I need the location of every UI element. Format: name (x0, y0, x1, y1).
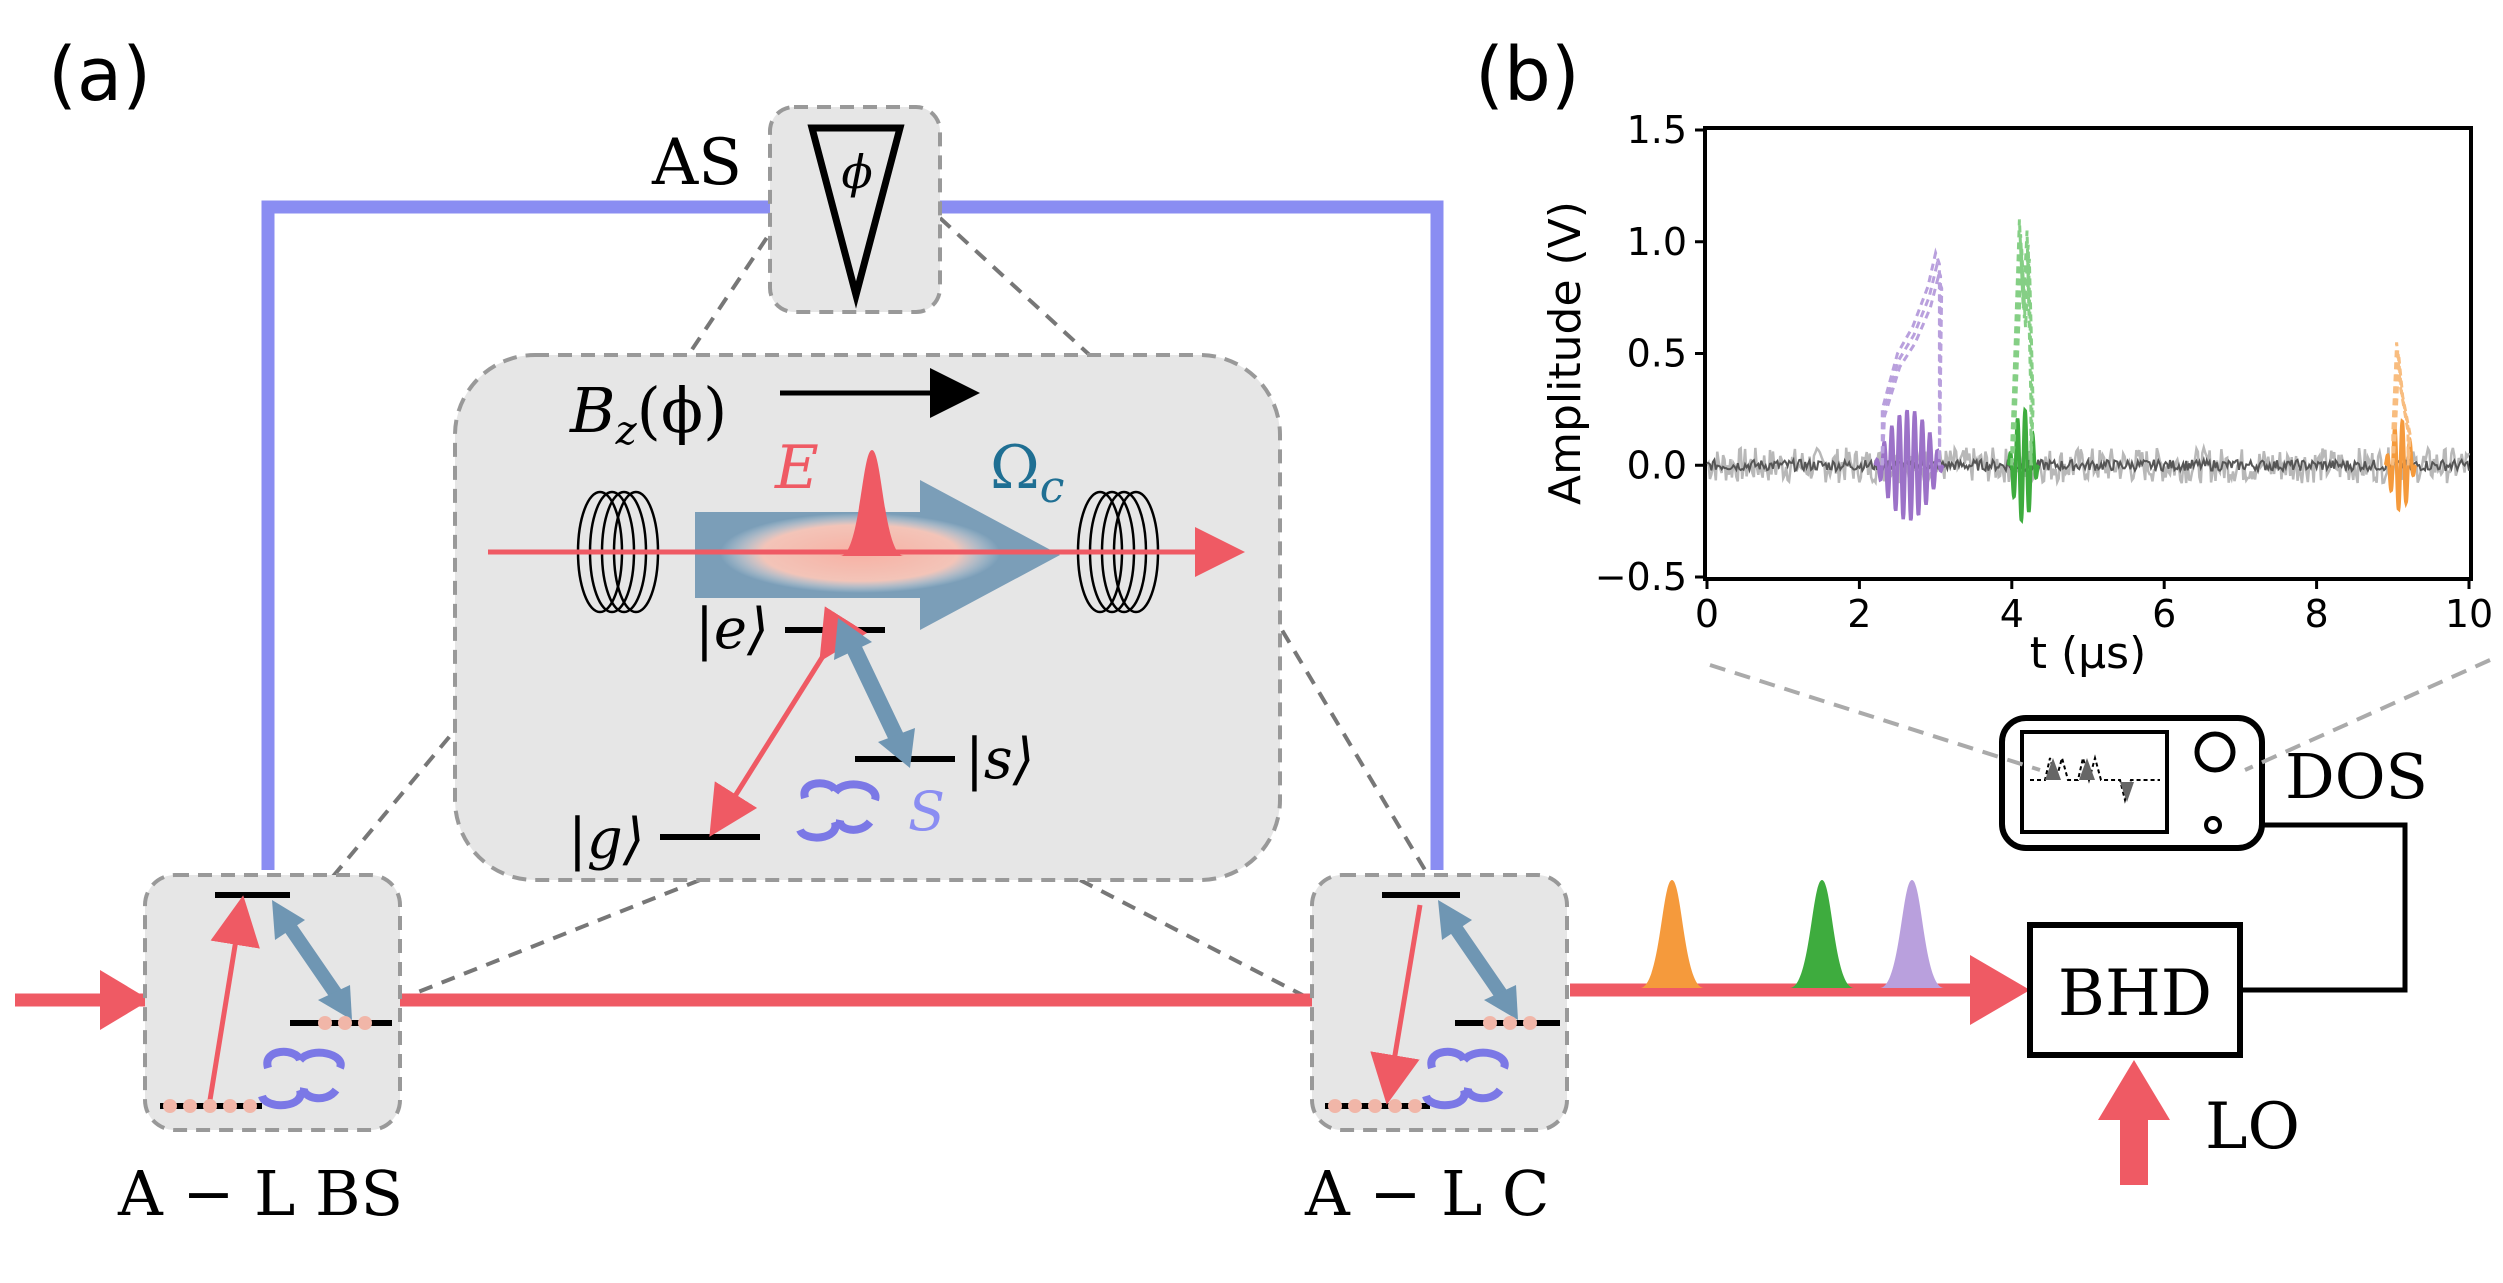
bs-control-head-bottom (318, 985, 352, 1020)
as-zoom-line-right (938, 216, 1097, 362)
ket-e-label: |e⟩ (695, 597, 769, 662)
dos-port (2204, 816, 2222, 834)
as-zoom-line-left (683, 216, 782, 362)
dos-knob (2194, 731, 2236, 773)
noise-trace (1706, 456, 2470, 475)
y-tick-label: 0.0 (1627, 443, 1687, 487)
panel-b-label: (b) (1475, 32, 1580, 118)
x-tick-label: 0 (1695, 592, 1719, 636)
bs-box (143, 873, 402, 1132)
envelope-trace (1880, 273, 1944, 466)
ket-g-label: |g⟩ (568, 807, 645, 872)
output-pulse-green (1790, 880, 1854, 988)
ket-s-label: |s⟩ (965, 727, 1034, 792)
spin-loop-icon (796, 779, 880, 842)
chart-y-axis-label: Amplitude (V) (1540, 201, 1591, 505)
x-tick-label: 8 (2305, 592, 2329, 636)
envelope-trace (1880, 260, 1943, 466)
signal-pulse (840, 450, 904, 556)
x-tick-label: 4 (2000, 592, 2024, 636)
bs-label: A − L BS (117, 1157, 403, 1230)
bz-label: Bz(ϕ) (569, 374, 727, 454)
lo-arrow-shaft (2120, 1110, 2148, 1185)
bs-control-head-top (272, 900, 305, 940)
plot-zoom-line-left (1709, 663, 2041, 772)
dos-pulse-up-2 (2079, 758, 2095, 780)
dos-pulse-up-1 (2045, 758, 2061, 780)
c-control-arrow (1444, 916, 1511, 1004)
chart-x-ticks: 0 2 4 6 8 10 (1695, 577, 2493, 636)
envelope-trace (1880, 247, 1941, 466)
chart: 0 2 4 6 8 10 −0.5 0.0 0.5 1.0 1.5 t (μs) Amplitud… (1540, 108, 2493, 679)
lo-label: LO (2205, 1090, 2300, 1164)
oscillation-trace (1873, 409, 1945, 521)
bs-control-arrow (279, 916, 346, 1004)
lo-arrow-head (2098, 1060, 2170, 1120)
dos-pulse-down (2120, 782, 2134, 802)
bs-signal-arrow (207, 895, 260, 1101)
omega-label: Ωc (990, 433, 1064, 513)
control-transition (842, 636, 908, 749)
x-tick-label: 2 (1847, 592, 1871, 636)
c-control-head-bottom (1484, 985, 1518, 1020)
chart-traces (1705, 219, 2471, 524)
panel-a-label: (a) (48, 32, 151, 118)
oscillation-trace (2006, 406, 2040, 524)
c-signal-arrow (1370, 904, 1423, 1105)
signal-transition (709, 606, 868, 837)
bhd-label: BHD (2058, 957, 2212, 1031)
control-transition-head-bottom (878, 728, 915, 768)
noise-trace (1705, 442, 2471, 487)
y-tick-label: 1.5 (1627, 108, 1687, 152)
c-zoom-line-bottom (1079, 878, 1313, 1002)
dos-label: DOS (2285, 740, 2428, 813)
y-tick-label: 0.5 (1627, 332, 1687, 376)
e-label: E (774, 433, 819, 503)
c-label: A − L C (1304, 1157, 1549, 1230)
x-tick-label: 6 (2152, 592, 2176, 636)
c-zoom-line-top (1268, 608, 1427, 872)
control-transition-head-top (834, 618, 872, 660)
bs-zoom-line-bottom (397, 878, 701, 1002)
chart-x-axis-label: t (μs) (2030, 628, 2147, 679)
dos-screen (2020, 730, 2169, 834)
c-spin-loop-icon (1422, 1047, 1509, 1110)
output-pulse-orange (1640, 880, 1704, 988)
as-label: AS (651, 126, 742, 200)
phase-shifter-triangle (807, 124, 905, 309)
chart-y-ticks: −0.5 0.0 0.5 1.0 1.5 (1595, 108, 1707, 599)
bs-atoms (163, 1016, 372, 1113)
plot-zoom-line-right (2244, 658, 2491, 772)
c-control-head-top (1438, 900, 1472, 940)
bs-spin-loop-icon (258, 1047, 345, 1110)
input-arrow-head (100, 970, 150, 1030)
output-pulse-purple (1880, 880, 1944, 988)
y-tick-label: −0.5 (1595, 555, 1687, 599)
c-atoms (1328, 1016, 1537, 1113)
x-tick-label: 10 (2445, 592, 2493, 636)
s-label: S (908, 780, 945, 843)
output-arrow-head (1970, 955, 2030, 1025)
atom-zoom-box (453, 353, 1282, 882)
envelope-trace (2391, 356, 2412, 466)
bhd-box (2027, 922, 2243, 1058)
chart-frame (1703, 126, 2473, 581)
bs-zoom-line-top (328, 698, 482, 882)
phi-label: ϕ (841, 145, 872, 199)
as-box (768, 105, 942, 314)
y-tick-label: 1.0 (1627, 220, 1687, 264)
bhd-dos-cable (2215, 822, 2408, 993)
